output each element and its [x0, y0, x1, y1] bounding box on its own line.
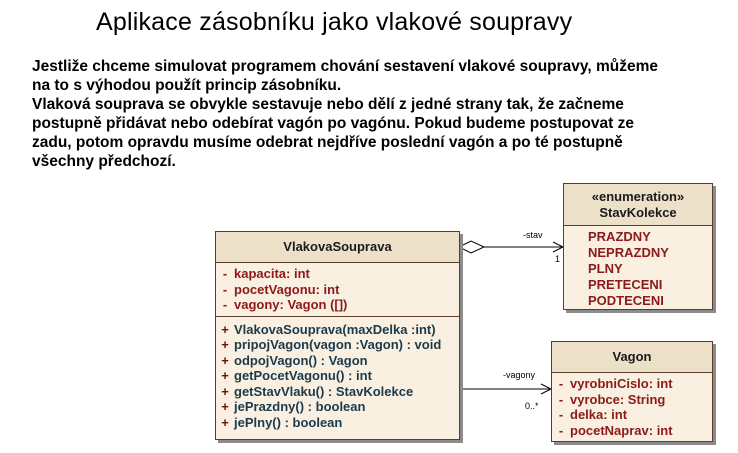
multiplicity-label-vagony: 0..* [525, 401, 539, 411]
operation-row: +odpojVagon() : Vagon [221, 352, 368, 368]
enum-header: «enumeration» StavKolekce [564, 184, 712, 226]
operation-row: +getPocetVagonu() : int [221, 368, 372, 383]
operation-row: +jePrazdny() : boolean [221, 399, 366, 414]
literals-section: PRAZDNY NEPRAZDNY PLNY PRETECENI PODTECE… [564, 226, 712, 309]
text-line: Jestliže chceme simulovat programem chov… [32, 58, 659, 75]
operation-row: +VlakovaSouprava(maxDelka :int) [221, 321, 436, 337]
stereotype-label: «enumeration» [591, 189, 685, 204]
operation-row: +jePlny() : boolean [221, 414, 343, 430]
operation-row: +pripojVagon(vagon :Vagon) : void [221, 337, 442, 352]
enum-name: StavKolekce [599, 205, 677, 220]
attribute-row: -vyrobniCislo: int [558, 376, 673, 391]
aggregation-link-stav [457, 240, 565, 254]
operations-section: +VlakovaSouprava(maxDelka :int) +pripojV… [216, 317, 459, 434]
attribute-row: -delka: int [558, 407, 628, 422]
text-line: na to s výhodou použít princip zásobníku… [32, 77, 342, 94]
text-line: zadu, potom opravdu musíme odebrat nejdř… [32, 134, 623, 151]
role-label-vagony: -vagony [503, 370, 536, 380]
role-label-stav: -stav [523, 230, 543, 240]
page-title: Aplikace zásobníku jako vlakové soupravy [96, 8, 573, 36]
enum-literal: PLNY [588, 261, 623, 276]
attribute-row: -pocetNaprav: int [558, 422, 673, 438]
enum-literal: PRETECENI [588, 277, 663, 292]
class-name: Vagon [552, 342, 712, 373]
aggregation-diamond-icon [457, 240, 486, 254]
attributes-section: -vyrobniCislo: int -vyrobce: String -del… [552, 373, 712, 441]
attribute-row: -pocetVagonu: int [222, 281, 340, 297]
attribute-row: -kapacita: int [222, 266, 310, 281]
class-vlakova-souprava: VlakovaSouprava -kapacita: int -pocetVag… [215, 231, 460, 440]
enum-stav-kolekce: «enumeration» StavKolekce PRAZDNY NEPRAZ… [563, 183, 713, 310]
enum-literal: PODTECENI [588, 293, 664, 308]
enum-literal: NEPRAZDNY [588, 245, 669, 260]
text-line: všechny předchozí. [32, 153, 176, 170]
text-line: postupně přidávat nebo odebírat vagón po… [32, 115, 634, 132]
attribute-row: -vagony: Vagon ([]) [222, 297, 348, 312]
intro-paragraph: Jestliže chceme simulovat programem chov… [32, 57, 712, 95]
attribute-row: -vyrobce: String [558, 391, 666, 407]
attributes-section: -kapacita: int -pocetVagonu: int -vagony… [216, 263, 459, 317]
text-line: Vlaková souprava se obvykle sestavuje ne… [32, 96, 624, 113]
association-link-vagony [459, 383, 553, 395]
class-vagon: Vagon -vyrobniCislo: int -vyrobce: Strin… [551, 341, 713, 442]
operation-row: +getStavVlaku() : StavKolekce [221, 383, 414, 399]
explanation-paragraph: Vlaková souprava se obvykle sestavuje ne… [32, 95, 712, 171]
multiplicity-label-stav: 1 [555, 254, 561, 264]
enum-literal: PRAZDNY [588, 229, 651, 244]
class-name: VlakovaSouprava [216, 232, 459, 263]
